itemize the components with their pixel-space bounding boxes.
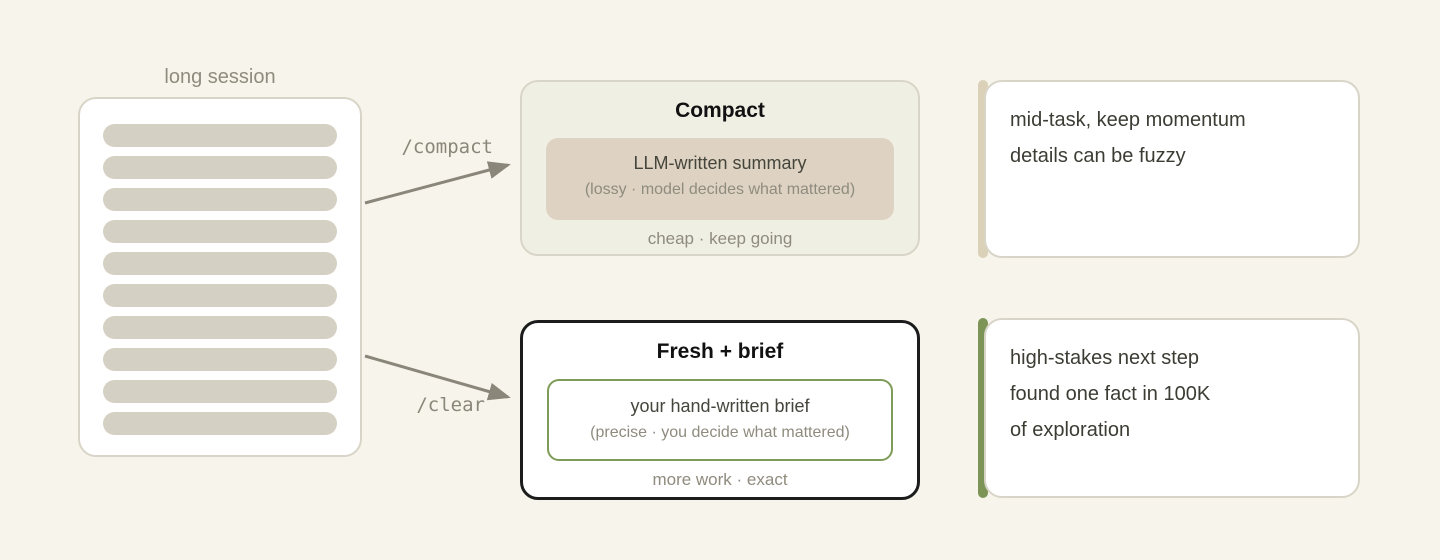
text-line-bar [103,284,337,307]
compact-note-accent-bar [978,80,988,258]
long-session-card [78,97,362,457]
text-line-bar [103,156,337,179]
text-line-bar [103,348,337,371]
text-line-bar [103,188,337,211]
fresh-option-card: Fresh + brief your hand-written brief (p… [520,320,920,500]
text-line-bar [103,316,337,339]
fresh-note-accent-bar [978,318,988,498]
note-line: of exploration [1010,419,1131,441]
compact-option-card: Compact LLM-written summary (lossy · mod… [520,80,920,256]
llm-summary-subtitle: (lossy · model decides what mattered) [584,181,856,198]
long-session-label: long session [164,66,276,88]
compact-command-label: /compact [401,136,493,158]
compact-option-footer: cheap · keep going [647,229,793,248]
note-line: found one fact in 100K [1010,383,1211,405]
compact-arrow [364,161,511,205]
fresh-option-footer: more work · exact [652,470,788,489]
note-line: details can be fuzzy [1010,145,1186,167]
text-line-bar [103,412,337,435]
hand-written-brief-box: your hand-written brief (precise · you d… [547,379,893,461]
hand-written-brief-subtitle: (precise · you decide what mattered) [590,424,850,441]
fresh-option-title: Fresh + brief [656,340,784,363]
llm-summary-box: LLM-written summary (lossy · model decid… [546,138,894,220]
note-line: high-stakes next step [1010,347,1199,369]
fresh-note-card: high-stakes next step found one fact in … [984,318,1360,498]
clear-command-label: /clear [416,394,485,416]
hand-written-brief-title: your hand-written brief [630,396,810,416]
text-line-bar [103,252,337,275]
compact-note-card: mid-task, keep momentum details can be f… [984,80,1360,258]
note-line: mid-task, keep momentum [1010,109,1246,131]
llm-summary-title: LLM-written summary [633,153,807,173]
text-line-bar [103,380,337,403]
text-line-bar [103,220,337,243]
flow-arrows [364,161,511,401]
compact-option-title: Compact [675,99,765,122]
clear-arrow [364,354,511,401]
text-line-bar [103,124,337,147]
